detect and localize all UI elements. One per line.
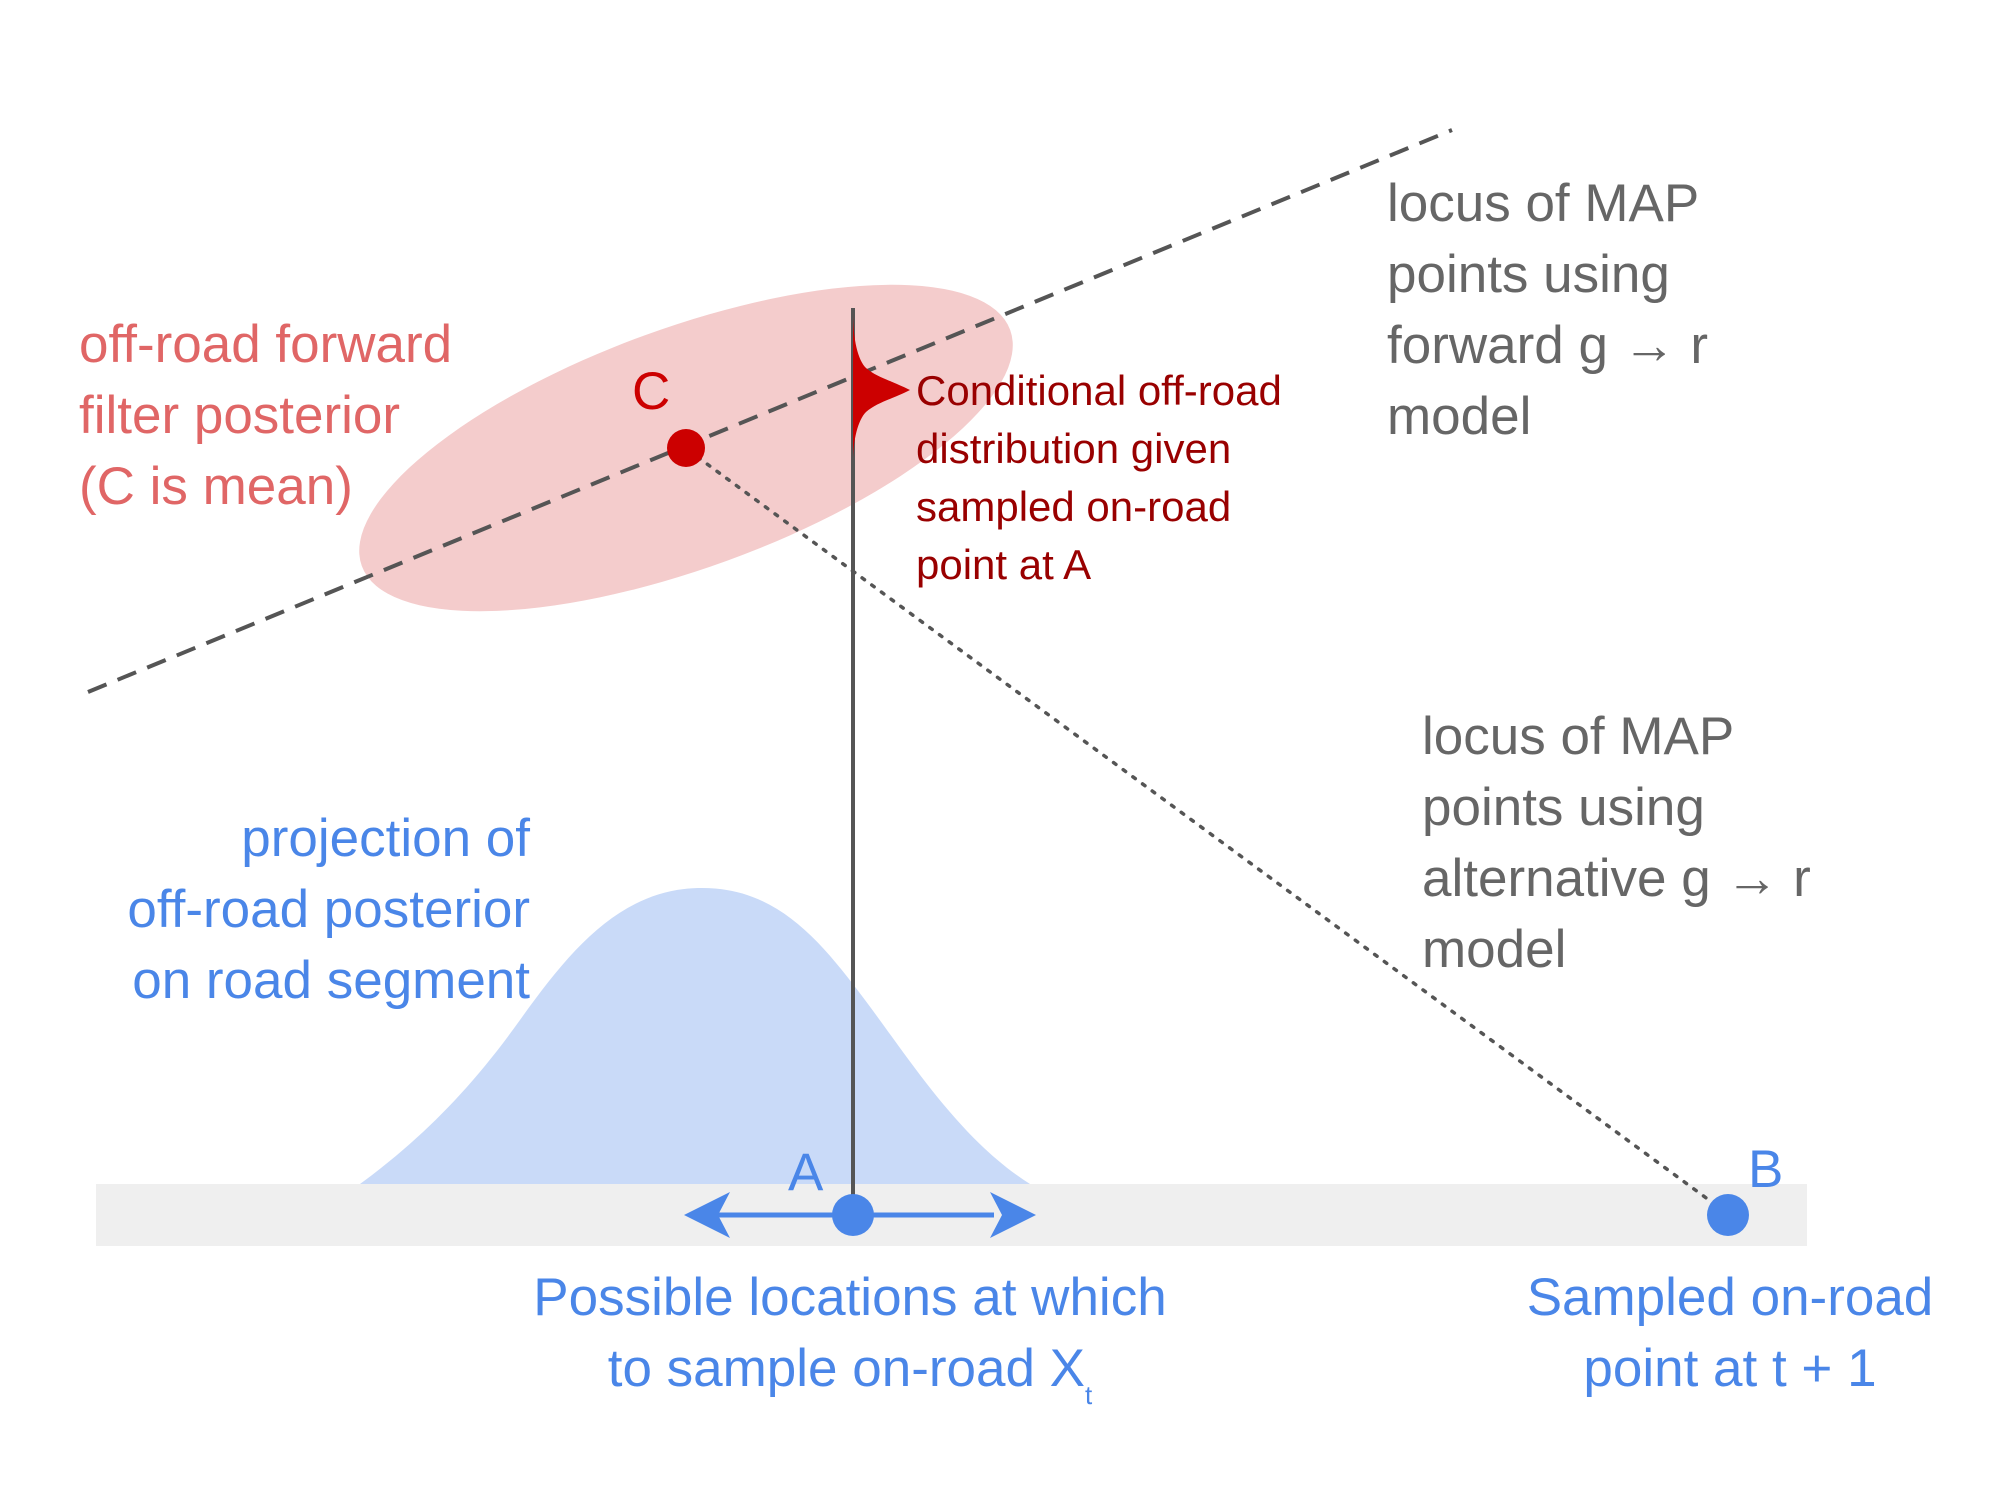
forward-posterior-line-1: off-road forward (79, 315, 453, 374)
conditional-line-3: sampled on-road (916, 483, 1232, 530)
alternative-locus-line-2: points using (1422, 778, 1705, 837)
arrow-right-head (990, 1192, 1036, 1238)
sampled-point-line-1: Sampled on-road (1526, 1268, 1934, 1327)
conditional-line-1: Conditional off-road (916, 367, 1282, 414)
conditional-distribution (853, 312, 910, 462)
alternative-locus-line-3: alternative g → r (1422, 849, 1811, 908)
point-A-label: A (788, 1143, 824, 1202)
alternative-locus-line-1: locus of MAP (1422, 707, 1735, 766)
forward-locus-label: locus of MAP points using forward g → r … (1387, 168, 1708, 452)
forward-locus-line-2: points using (1387, 245, 1670, 304)
point-C (667, 429, 705, 467)
projection-line-1: projection of (241, 809, 530, 868)
alternative-locus-line (686, 448, 1730, 1216)
conditional-line-4: point at A (916, 541, 1092, 588)
sampled-point-label: Sampled on-road point at t + 1 (1470, 1262, 1990, 1404)
conditional-line-2: distribution given (916, 425, 1232, 472)
point-A (832, 1194, 874, 1236)
point-B-label: B (1748, 1140, 1784, 1199)
conditional-label: Conditional off-road distribution given … (916, 362, 1282, 594)
possible-locations-subscript: t (1085, 1380, 1093, 1410)
sampled-point-line-2: point at t + 1 (1583, 1339, 1877, 1398)
projection-line-2: off-road posterior (127, 880, 530, 939)
forward-posterior-label: off-road forward filter posterior (C is … (79, 309, 452, 522)
possible-locations-line-2: to sample on-road Xt (470, 1333, 1230, 1431)
projection-distribution (360, 887, 1030, 1184)
point-B (1707, 1194, 1749, 1236)
projection-line-3: on road segment (132, 951, 530, 1010)
possible-locations-label: Possible locations at which to sample on… (470, 1262, 1230, 1431)
possible-locations-line-1: Possible locations at which (533, 1268, 1167, 1327)
projection-label: projection of off-road posterior on road… (60, 803, 530, 1016)
forward-locus-line (87, 128, 1453, 694)
alternative-locus-label: locus of MAP points using alternative g … (1422, 701, 1811, 985)
forward-locus-line-4: model (1387, 387, 1532, 446)
alternative-locus-line-4: model (1422, 920, 1567, 979)
point-C-label: C (632, 362, 671, 421)
forward-locus-line-1: locus of MAP (1387, 174, 1700, 233)
arrow-left-head (684, 1192, 730, 1238)
forward-locus-line-3: forward g → r (1387, 316, 1709, 375)
forward-posterior-line-2: filter posterior (79, 386, 401, 445)
forward-posterior-line-3: (C is mean) (79, 457, 353, 516)
possible-locations-line-2-text: to sample on-road X (607, 1339, 1086, 1398)
